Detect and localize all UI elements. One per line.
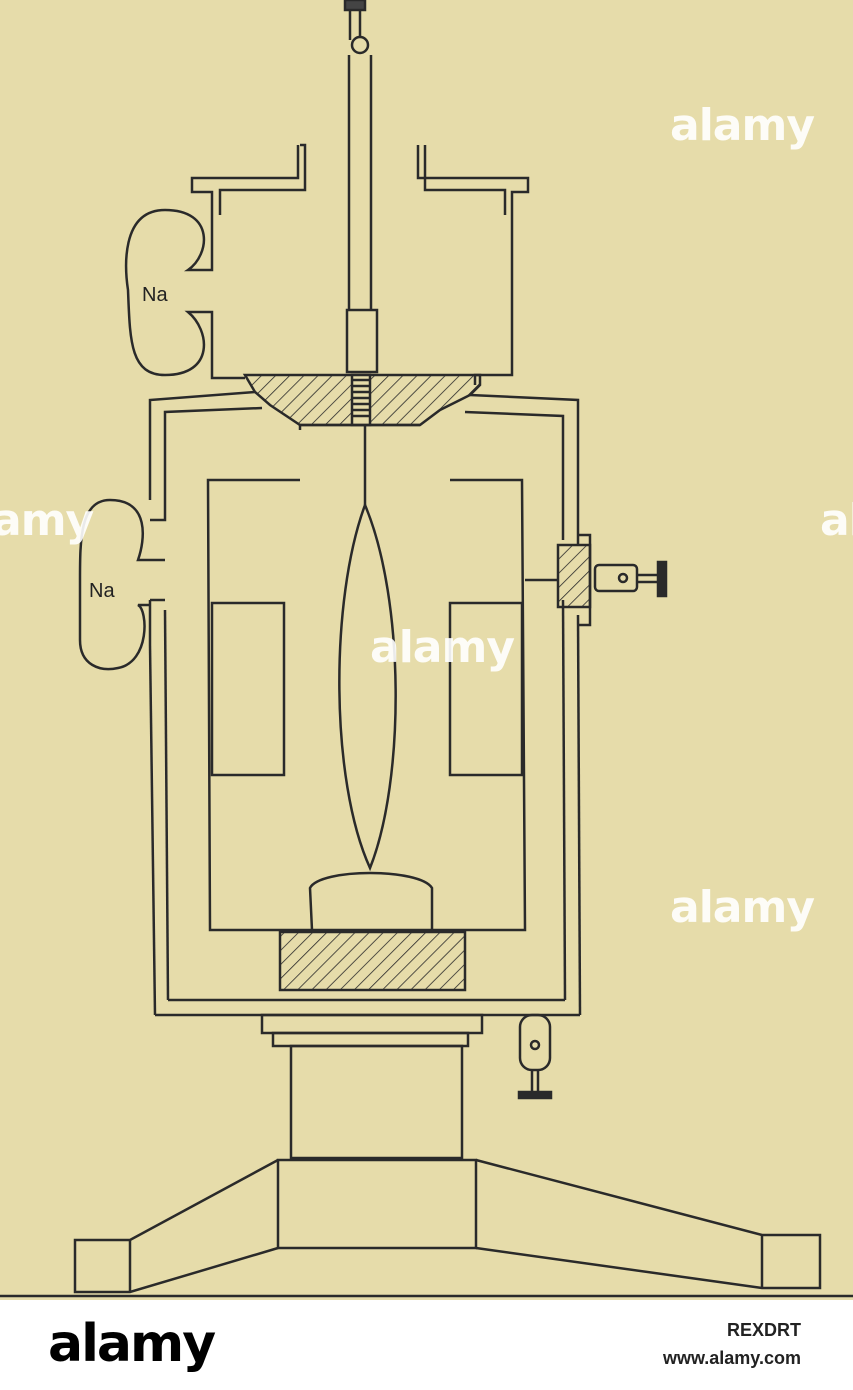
alamy-logo: alamy xyxy=(48,1314,216,1374)
image-id: REXDRT xyxy=(726,1320,801,1340)
site-url[interactable]: www.alamy.com xyxy=(662,1348,801,1368)
side-screw xyxy=(525,533,668,627)
bottom-block xyxy=(278,930,467,992)
watermark: alamy xyxy=(670,100,815,151)
na-label-top: Na xyxy=(142,284,168,306)
top-tube xyxy=(190,143,530,385)
na-bulb-side xyxy=(78,498,165,671)
na-bulb-top xyxy=(124,208,206,377)
watermark: alamy xyxy=(670,882,815,933)
na-label-side: Na xyxy=(89,580,115,602)
levelling-foot xyxy=(517,1013,553,1100)
inner-chamber xyxy=(206,478,527,932)
lid-plug xyxy=(242,373,482,427)
apparatus-diagram: Na Na alamy alamy alamy amy al xyxy=(0,0,853,1300)
suspended-vane xyxy=(308,425,434,931)
apparatus-drawing: Na Na xyxy=(0,0,853,1298)
suspension-rod xyxy=(343,0,379,374)
stock-footer: alamy REXDRT www.alamy.com xyxy=(0,1300,853,1390)
watermark: amy xyxy=(0,495,94,546)
watermark: al xyxy=(820,495,853,546)
pedestal-base xyxy=(0,1013,853,1298)
watermark: alamy xyxy=(370,622,515,673)
